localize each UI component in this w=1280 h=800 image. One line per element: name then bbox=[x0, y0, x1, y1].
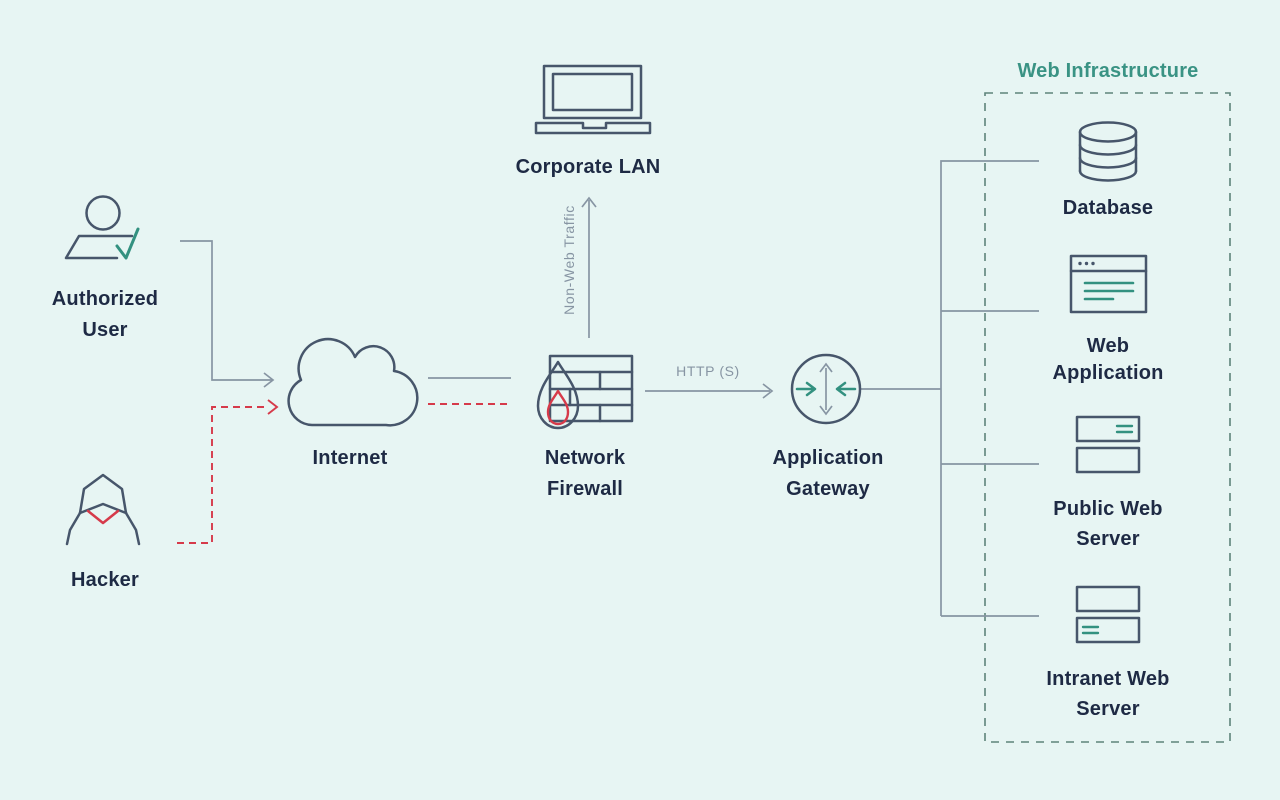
arrow-inward-right-icon bbox=[835, 381, 857, 397]
arrowhead-icon bbox=[581, 196, 597, 208]
laptop-screen-inner bbox=[551, 72, 634, 112]
node-hacker: Hacker bbox=[65, 473, 141, 591]
hacker-hood-icon bbox=[65, 473, 141, 546]
browser-dot-icon bbox=[1091, 261, 1095, 266]
laptop-base bbox=[534, 121, 652, 135]
public-web-server-label-2: Server bbox=[1076, 528, 1139, 550]
public-web-server-label-1: Public Web bbox=[1053, 498, 1162, 520]
laptop-icon bbox=[534, 64, 652, 135]
browser-dot-icon bbox=[1078, 261, 1082, 266]
node-internet: Internet bbox=[287, 337, 419, 469]
edge-authorized-user-to-internet bbox=[180, 240, 275, 388]
user-check-icon bbox=[64, 195, 140, 260]
authorized-user-label-1: Authorized bbox=[52, 288, 158, 310]
browser-frame bbox=[1069, 254, 1148, 314]
intranet-web-server-label-1: Intranet Web bbox=[1046, 668, 1169, 690]
check-icon bbox=[115, 227, 140, 260]
web-infrastructure-group-border bbox=[984, 92, 1231, 743]
gateway-arrows-icon bbox=[790, 353, 862, 425]
node-public-web-server: Public Web Server bbox=[1053, 415, 1163, 550]
edge-firewall-to-corporate-lan: Non-Web Traffic bbox=[561, 196, 597, 338]
laptop-screen bbox=[542, 64, 643, 120]
hood-outline bbox=[78, 473, 128, 515]
browser-dot-icon bbox=[1084, 261, 1089, 266]
mask-icon bbox=[86, 509, 120, 525]
arrow-down-icon bbox=[819, 405, 833, 416]
edge-firewall-to-gateway: HTTP (S) bbox=[645, 363, 774, 399]
server-stack-icon bbox=[1075, 585, 1141, 644]
left-arm bbox=[65, 511, 82, 546]
node-network-firewall: Network Firewall bbox=[536, 354, 634, 500]
node-database: Database bbox=[1063, 121, 1154, 219]
right-arm bbox=[124, 511, 141, 546]
arrowhead-icon bbox=[267, 399, 279, 415]
arrowhead-icon bbox=[263, 372, 275, 388]
brick-joint-lines bbox=[568, 370, 602, 423]
web-application-label-1: Web bbox=[1087, 335, 1129, 357]
node-intranet-web-server: Intranet Web Server bbox=[1046, 585, 1169, 720]
cloud-icon bbox=[287, 337, 419, 427]
internet-label: Internet bbox=[313, 447, 388, 469]
flame-inner-icon bbox=[546, 389, 570, 426]
server-unit-bottom bbox=[1075, 446, 1141, 474]
cylinder-dividers bbox=[1078, 143, 1138, 169]
hacker-label: Hacker bbox=[71, 569, 139, 591]
arrow-up-icon bbox=[819, 362, 833, 373]
gateway-circle bbox=[790, 353, 862, 425]
arrowhead-icon bbox=[762, 383, 774, 399]
corporate-lan-label: Corporate LAN bbox=[516, 156, 661, 178]
browser-window-icon bbox=[1069, 254, 1148, 314]
network-firewall-label-2: Firewall bbox=[547, 478, 623, 500]
server-unit-top bbox=[1075, 415, 1141, 443]
cylinder-bottom bbox=[1078, 169, 1138, 182]
browser-content-lines bbox=[1083, 281, 1135, 301]
application-gateway-label-2: Gateway bbox=[786, 478, 870, 500]
edge-hacker-to-internet bbox=[177, 399, 279, 544]
node-application-gateway: Application Gateway bbox=[772, 353, 883, 500]
server-unit-top bbox=[1075, 585, 1141, 613]
edge-trunk-and-branches bbox=[940, 160, 1039, 617]
server-unit-bottom bbox=[1075, 616, 1141, 644]
firewall-flame-icon bbox=[536, 354, 634, 430]
node-corporate-lan: Corporate LAN bbox=[516, 64, 661, 178]
application-gateway-label-1: Application bbox=[772, 447, 883, 469]
edge-line-dashed-red bbox=[177, 406, 268, 544]
authorized-user-label-2: User bbox=[82, 319, 127, 341]
non-web-traffic-label: Non-Web Traffic bbox=[561, 205, 577, 315]
flame-outer-icon bbox=[536, 360, 580, 430]
arrow-inward-left-icon bbox=[795, 381, 817, 397]
edge-line bbox=[180, 240, 272, 381]
server-indicator-lines bbox=[1115, 424, 1134, 434]
user-head bbox=[85, 195, 121, 231]
node-web-application: Web Application bbox=[1052, 254, 1163, 384]
network-firewall-label-1: Network bbox=[545, 447, 626, 469]
http-label: HTTP (S) bbox=[676, 363, 740, 379]
server-stack-icon bbox=[1075, 415, 1141, 474]
cylinder-sides bbox=[1078, 130, 1138, 173]
intranet-web-server-label-2: Server bbox=[1076, 698, 1139, 720]
database-cylinder-icon bbox=[1078, 121, 1138, 182]
web-application-label-2: Application bbox=[1052, 362, 1163, 384]
node-authorized-user: Authorized User bbox=[52, 195, 158, 341]
server-indicator-lines bbox=[1081, 625, 1100, 635]
user-body bbox=[64, 234, 134, 260]
database-label: Database bbox=[1063, 197, 1154, 219]
web-infrastructure-title: Web Infrastructure bbox=[1017, 60, 1198, 82]
